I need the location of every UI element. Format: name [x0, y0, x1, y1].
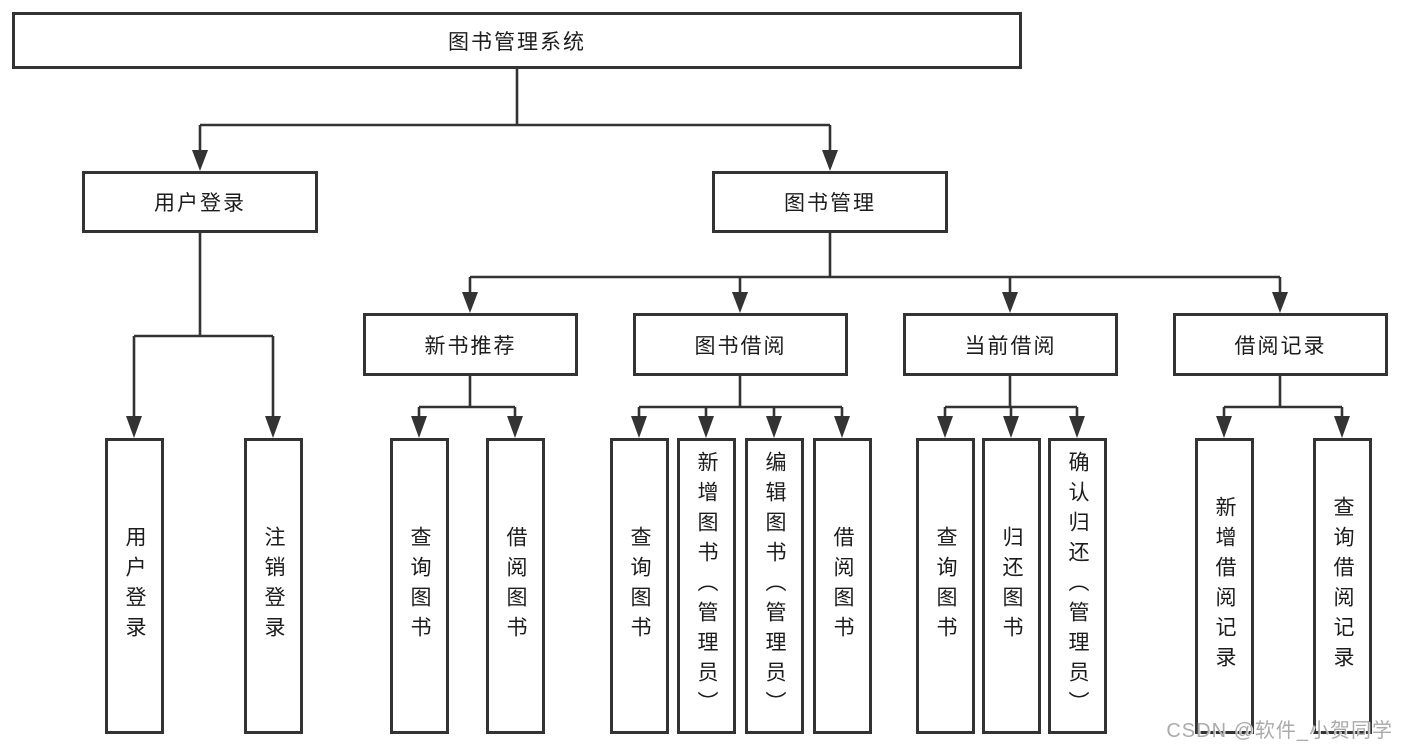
leaf-label: 借阅图书 [831, 526, 854, 646]
leaf-user-login: 用户登录 [105, 438, 164, 734]
leaf-logout: 注销登录 [244, 438, 303, 734]
leaf-add-books-admin: 新增图书（管理员） [677, 438, 736, 734]
leaf-label: 归还图书 [1000, 526, 1023, 646]
node-book-management: 图书管理 [712, 171, 948, 233]
leaf-query-borrow-record: 查询借阅记录 [1313, 438, 1372, 734]
leaf-confirm-return-admin: 确认归还（管理员） [1048, 438, 1107, 734]
csdn-watermark: CSDN @软件_小贺同学 [1166, 720, 1393, 742]
leaf-label: 查询图书 [628, 526, 651, 646]
leaf-query-books-borrow: 查询图书 [610, 438, 669, 734]
node-library-system: 图书管理系统 [12, 12, 1022, 69]
leaf-borrow-books-recommend: 借阅图书 [486, 438, 545, 734]
leaf-label: 用户登录 [123, 526, 146, 646]
leaf-add-borrow-record: 新增借阅记录 [1195, 438, 1254, 734]
leaf-label: 新增图书（管理员） [695, 451, 718, 721]
node-label: 当前借阅 [964, 334, 1057, 358]
leaf-label: 确认归还（管理员） [1066, 451, 1089, 721]
node-borrow-records: 借阅记录 [1173, 313, 1388, 376]
leaf-query-books-recommend: 查询图书 [390, 438, 449, 734]
leaf-label: 查询图书 [408, 526, 431, 646]
node-current-borrow: 当前借阅 [903, 313, 1118, 376]
node-new-book-recommend: 新书推荐 [363, 313, 578, 376]
leaf-label: 新增借阅记录 [1213, 496, 1236, 676]
node-label: 图书管理系统 [448, 30, 586, 54]
leaf-borrow-books: 借阅图书 [813, 438, 872, 734]
node-book-borrow: 图书借阅 [633, 313, 848, 376]
node-label: 新书推荐 [424, 334, 517, 358]
leaf-edit-books-admin: 编辑图书（管理员） [745, 438, 804, 734]
leaf-return-books: 归还图书 [982, 438, 1041, 734]
leaf-label: 查询借阅记录 [1331, 496, 1354, 676]
node-label: 图书借阅 [694, 334, 787, 358]
node-label: 图书管理 [784, 192, 876, 215]
leaf-label: 注销登录 [262, 526, 285, 646]
node-label: 用户登录 [154, 192, 246, 215]
leaf-label: 借阅图书 [504, 526, 527, 646]
node-user-login: 用户登录 [82, 171, 318, 233]
leaf-query-books-current: 查询图书 [916, 438, 975, 734]
node-label: 借阅记录 [1234, 334, 1327, 358]
leaf-label: 编辑图书（管理员） [763, 451, 786, 721]
leaf-label: 查询图书 [934, 526, 957, 646]
